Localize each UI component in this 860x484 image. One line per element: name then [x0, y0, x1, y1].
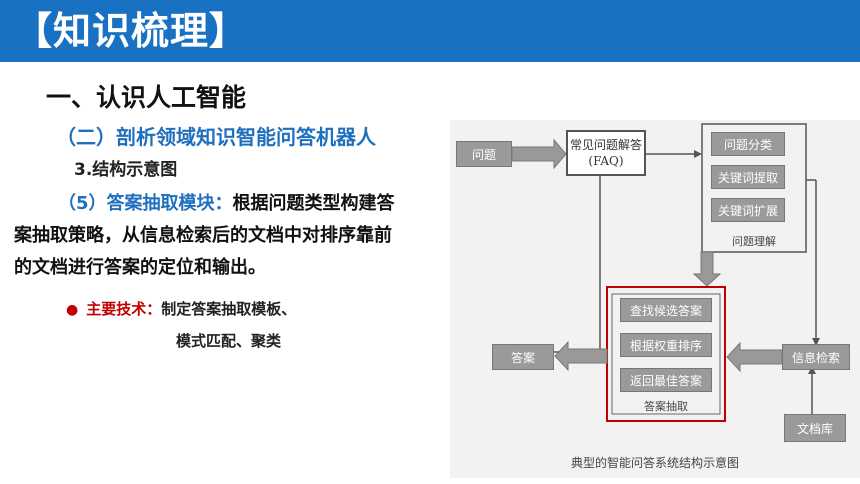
description-line-1: （5）答案抽取模块：根据问题类型构建答 — [14, 188, 450, 220]
faq-abbr: (FAQ) — [588, 154, 624, 168]
header-title: 【知识梳理】 — [14, 9, 249, 53]
qa-item-keyword-extract: 关键词提取 — [711, 165, 785, 189]
qa-system-diagram: 问题 常见问题解答 (FAQ) 问题分类 关键词提取 关键词扩展 问题理解 查找… — [450, 120, 860, 478]
description-text-1: 根据问题类型构建答 — [232, 193, 395, 214]
arrow-extract-answer — [554, 340, 608, 372]
topic-heading: 3.结构示意图 — [74, 160, 178, 180]
qa-caption: 问题理解 — [732, 235, 776, 248]
module-label: （5）答案抽取模块： — [58, 193, 233, 214]
understanding-frame — [701, 123, 807, 253]
extract-caption: 答案抽取 — [644, 400, 688, 413]
question-box: 问题 — [456, 141, 512, 167]
tech-bullet: ● 主要技术：制定答案抽取模板、 — [66, 298, 296, 321]
qa-item-keyword-expand: 关键词扩展 — [711, 198, 785, 222]
extraction-frame — [611, 293, 721, 415]
faq-box: 常见问题解答 (FAQ) — [566, 130, 646, 176]
answer-box: 答案 — [492, 344, 554, 370]
header-bar: 【知识梳理】 — [0, 0, 860, 62]
extract-item-best: 返回最佳答案 — [620, 368, 712, 392]
diagram-caption: 典型的智能问答系统结构示意图 — [570, 456, 739, 470]
arrow-head-1 — [694, 150, 702, 158]
arrow-head-2 — [812, 338, 820, 346]
extract-item-candidates: 查找候选答案 — [620, 298, 712, 322]
retrieval-box: 信息检索 — [782, 344, 850, 370]
description-line-3: 的文档进行答案的定位和输出。 — [14, 257, 266, 278]
faq-label: 常见问题解答 — [569, 138, 642, 152]
docbase-box: 文档库 — [784, 414, 846, 442]
diagram-connectors — [511, 123, 820, 422]
arrow-head-3 — [808, 366, 816, 374]
section-heading: 一、认识人工智能 — [46, 83, 247, 112]
arrow-retrieval-extract — [726, 341, 783, 373]
extract-item-ranking: 根据权重排序 — [620, 333, 712, 357]
tech-label: 主要技术： — [86, 300, 162, 318]
arrow-understanding-extract — [692, 251, 722, 287]
arrow-question-faq — [511, 138, 567, 170]
module-description: （5）答案抽取模块：根据问题类型构建答 案抽取策略，从信息检索后的文档中对排序靠… — [14, 188, 450, 284]
tech-text-1: 制定答案抽取模板、 — [161, 300, 297, 318]
qa-item-classify: 问题分类 — [711, 132, 785, 156]
subsection-heading: （二）剖析领域知识智能问答机器人 — [56, 125, 376, 149]
bullet-dot-icon: ● — [66, 302, 79, 318]
tech-text-2: 模式匹配、聚类 — [176, 332, 282, 350]
description-line-2: 案抽取策略，从信息检索后的文档中对排序靠前 — [14, 225, 392, 246]
